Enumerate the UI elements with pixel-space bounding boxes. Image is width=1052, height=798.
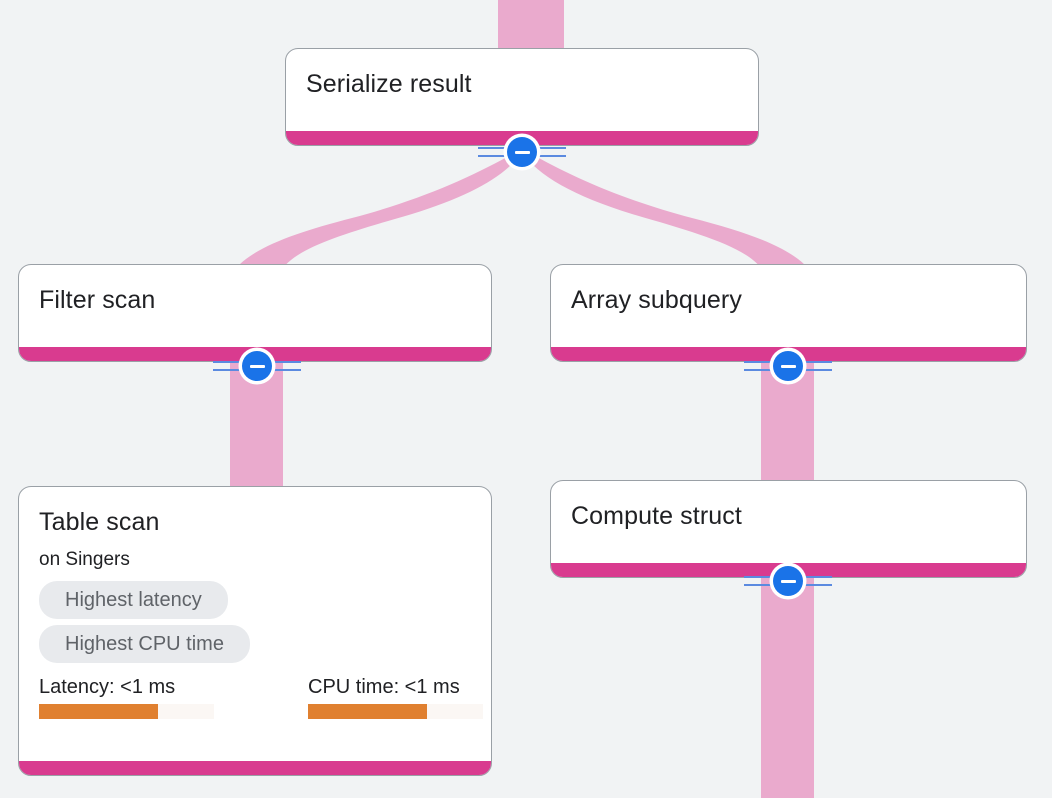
edge-incoming-serialize-result [498,0,564,48]
node-title: Compute struct [571,502,742,530]
metric-track [39,704,214,719]
node-subtitle: on Singers [39,549,130,570]
node-body: Serialize result [286,49,758,131]
status-badge-highest-latency: Highest latency [39,581,228,619]
minus-circle-icon[interactable] [242,351,272,381]
edge-compute-struct-out [761,578,814,798]
node-body: Compute struct [551,481,1026,563]
node-array-subquery[interactable]: Array subquery [550,264,1027,362]
node-table-scan[interactable]: Table scan on Singers Highest latency Hi… [18,486,492,776]
metric-label: CPU time: <1 ms [308,676,460,698]
toggle-array-subquery[interactable] [744,351,832,381]
node-compute-struct[interactable]: Compute struct [550,480,1027,578]
metric-label: Latency: <1 ms [39,676,176,698]
node-metrics: Latency: <1 ms CPU time: <1 ms [39,675,483,719]
node-title: Table scan [39,508,160,536]
metric-bar [308,704,427,719]
node-title: Filter scan [39,286,156,314]
minus-circle-icon[interactable] [773,351,803,381]
minus-circle-icon[interactable] [773,566,803,596]
node-badges: Highest latency Highest CPU time [39,581,250,663]
minus-circle-icon[interactable] [507,137,537,167]
toggle-serialize-result[interactable] [478,137,566,167]
node-body: Filter scan [19,265,491,347]
metric-bar [39,704,158,719]
node-title: Array subquery [571,286,742,314]
metric-latency: Latency: <1 ms [39,675,214,719]
metric-cpu-time: CPU time: <1 ms [308,675,483,719]
node-filter-scan[interactable]: Filter scan [18,264,492,362]
toggle-filter-scan[interactable] [213,351,301,381]
status-badge-highest-cpu-time: Highest CPU time [39,625,250,663]
node-title: Serialize result [306,70,472,98]
metric-track [308,704,483,719]
node-body: Array subquery [551,265,1026,347]
toggle-compute-struct[interactable] [744,566,832,596]
node-body: Table scan on Singers Highest latency Hi… [19,487,491,761]
node-serialize-result[interactable]: Serialize result [285,48,759,146]
edge-serialize-to-array [522,152,814,276]
edge-serialize-to-filter [230,152,522,276]
node-accent-bar [19,761,491,775]
